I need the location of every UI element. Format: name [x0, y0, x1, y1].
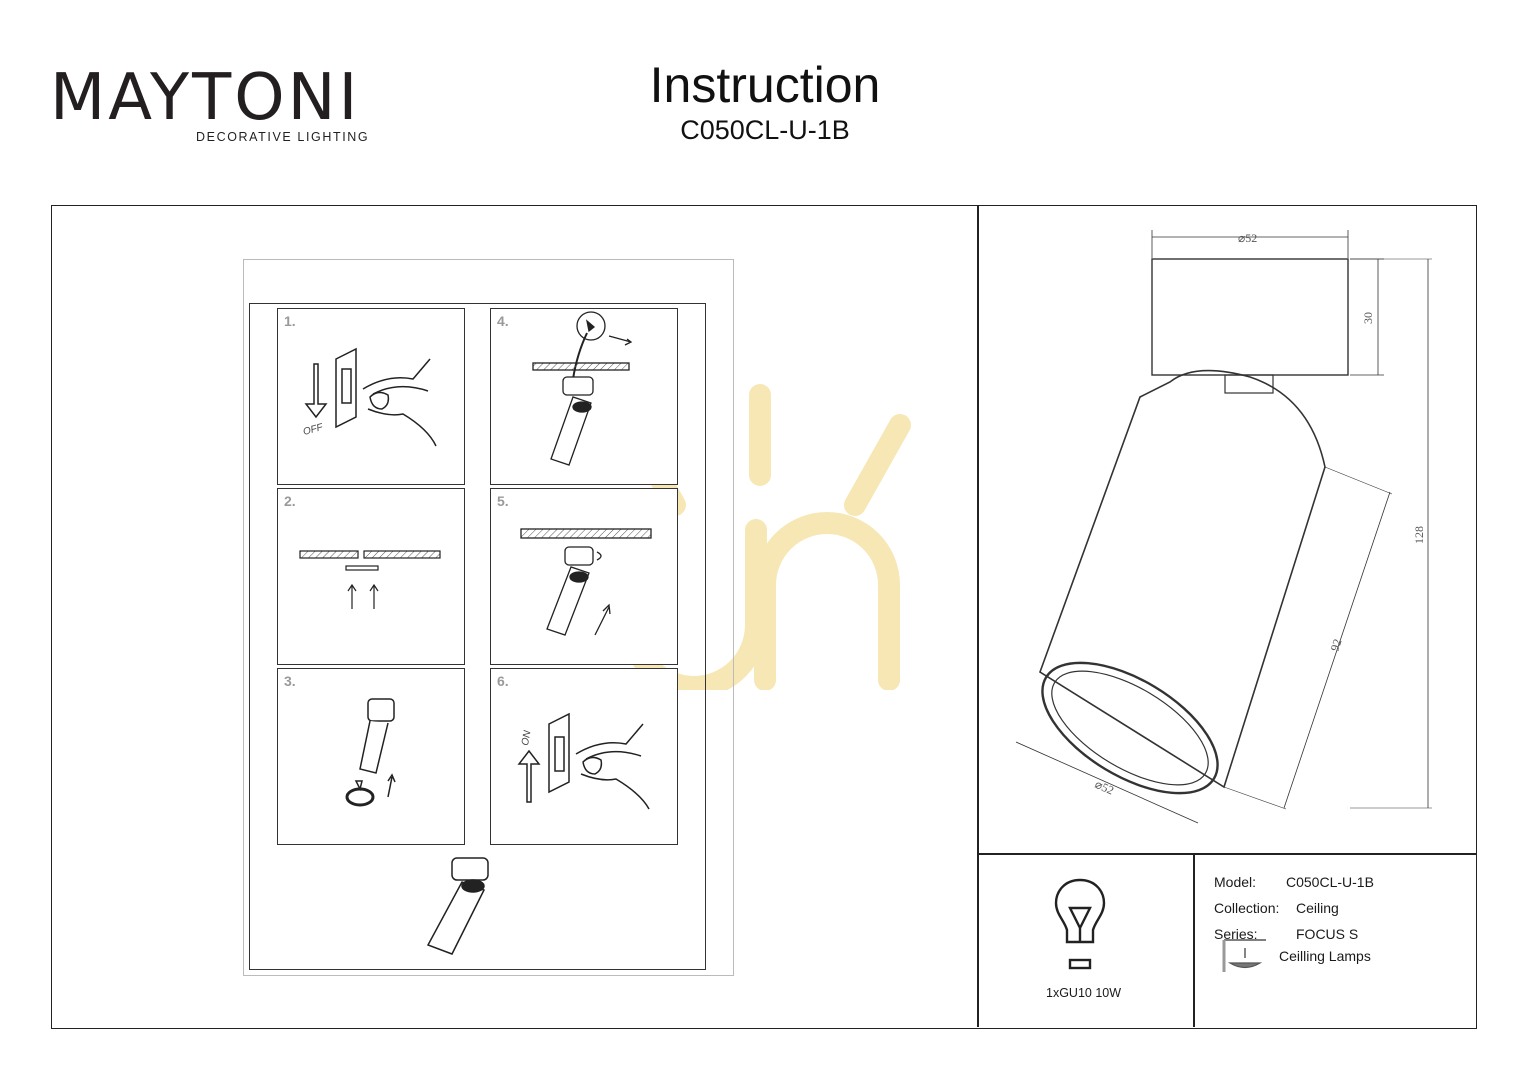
step-5-panel: 5.: [490, 488, 678, 665]
step-6-caption: ON: [520, 729, 534, 746]
step-2-number: 2.: [284, 493, 296, 509]
step-2-panel: 2.: [277, 488, 465, 665]
dim-total-height: 128: [1412, 526, 1426, 544]
brand-tagline: DECORATIVE LIGHTING: [196, 130, 370, 144]
technical-drawing: ⌀52 30 128 92 ⌀52: [1015, 230, 1432, 824]
step-5-number: 5.: [497, 493, 509, 509]
instruction-sheet-inner: [249, 303, 706, 970]
brand-logo: MAYTONI DECORATIVE LIGHTING: [50, 62, 370, 152]
instruction-sheet: [243, 259, 734, 976]
step-4-number: 4.: [497, 313, 509, 329]
step-3-panel: 3.: [277, 668, 465, 845]
step-1-caption: OFF: [302, 422, 325, 438]
frame-divider-vertical: [977, 206, 979, 1027]
spec-divider: [1193, 853, 1195, 1027]
category-label: Ceilling Lamps: [1279, 948, 1371, 964]
model-code: C050CL-U-1B: [680, 115, 850, 145]
dim-top-diameter: ⌀52: [1238, 231, 1257, 245]
model-label: Model:: [1214, 874, 1257, 890]
page-title: Instruction: [649, 57, 881, 113]
series-value: FOCUS S: [1296, 926, 1359, 942]
dim-bottom-diameter: ⌀52: [1093, 777, 1116, 798]
series-label: Series:: [1214, 926, 1258, 942]
assembled-fixture-illustration: [426, 857, 489, 955]
content-frame: [51, 205, 1477, 1029]
collection-label: Collection:: [1214, 900, 1280, 916]
bulb-insert-illustration: [345, 698, 396, 807]
step-4-panel: 4.: [490, 308, 678, 485]
collection-value: Ceiling: [1296, 900, 1339, 916]
fix-fixture-illustration: [520, 528, 652, 636]
switch-off-illustration: OFF: [302, 347, 437, 447]
model-value: C050CL-U-1B: [1286, 874, 1374, 890]
brand-name: MAYTONI: [50, 61, 361, 135]
lightbulb-icon: [1054, 878, 1106, 970]
dim-body-length: 92: [1328, 637, 1345, 653]
frame-divider-horizontal: [977, 853, 1476, 855]
lamp-type: 1xGU10 10W: [1046, 986, 1122, 1000]
wire-connect-illustration: [532, 311, 633, 466]
dim-base-height: 30: [1361, 312, 1375, 324]
step-6-panel: 6. ON: [490, 668, 678, 845]
step-1-number: 1.: [284, 313, 296, 329]
mount-bracket-illustration: [299, 550, 441, 609]
ceiling-lamp-icon: [1222, 939, 1266, 972]
switch-on-illustration: ON: [517, 712, 650, 810]
step-1-panel: 1. OFF: [277, 308, 465, 485]
step-3-number: 3.: [284, 673, 296, 689]
step-6-number: 6.: [497, 673, 509, 689]
